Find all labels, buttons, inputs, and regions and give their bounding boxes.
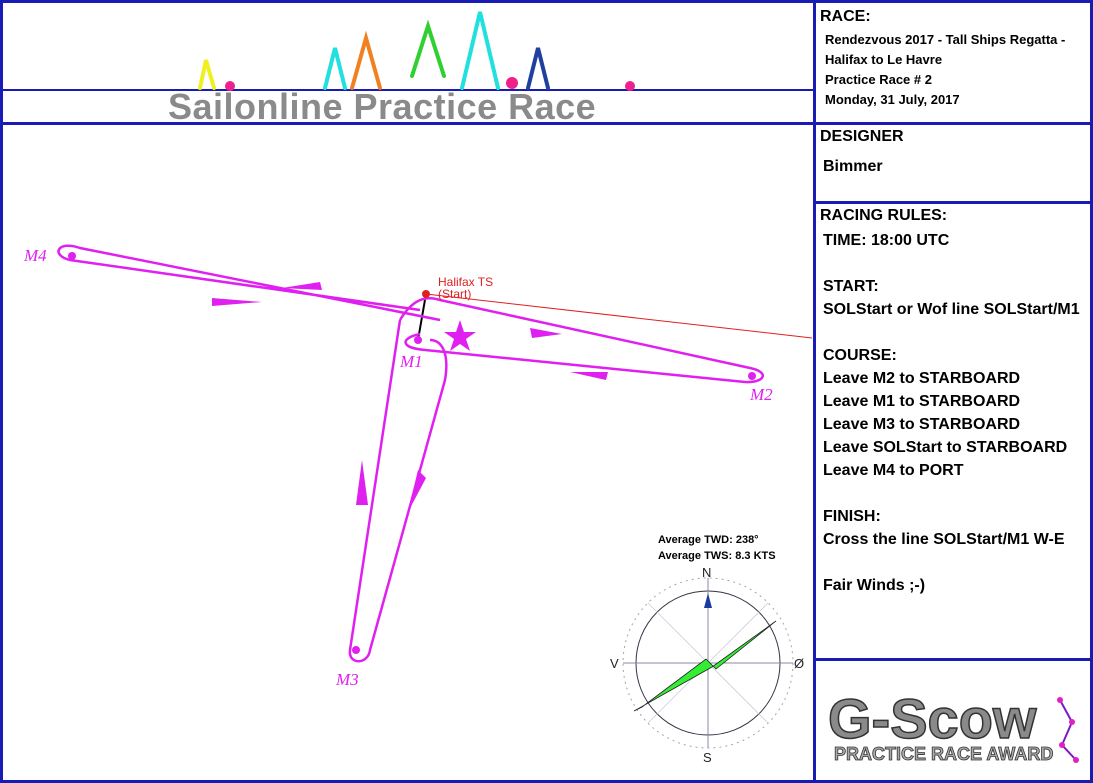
mark-dot-m2 xyxy=(748,372,756,380)
course-leg-m4 xyxy=(57,244,441,322)
rule-line: Leave M2 to STARBOARD xyxy=(823,370,1021,387)
header-sails xyxy=(0,11,813,91)
compass-s: S xyxy=(703,750,712,765)
race-heading: RACE: xyxy=(820,8,871,25)
course-leg-m3 xyxy=(348,319,448,663)
course-leg-m2 xyxy=(398,296,764,384)
arrow-marker xyxy=(408,470,426,512)
race-line: Halifax to Le Havre xyxy=(825,52,943,67)
rule-line: Leave M1 to STARBOARD xyxy=(823,393,1021,410)
compass-n: N xyxy=(702,565,711,580)
award-frame xyxy=(813,658,1093,783)
designer-heading: DESIGNER xyxy=(820,128,904,145)
star-marker xyxy=(444,320,476,351)
arrow-marker xyxy=(570,372,608,380)
compass-e: Ø xyxy=(794,656,804,671)
arrow-marker xyxy=(212,298,262,306)
rule-line: COURSE: xyxy=(823,347,897,364)
rules-heading: RACING RULES: xyxy=(820,207,948,224)
rule-line: START: xyxy=(823,278,879,295)
arrow-marker xyxy=(282,282,322,290)
mark-label-m1: M1 xyxy=(399,352,423,371)
rule-line: Leave SOLStart to STARBOARD xyxy=(823,439,1068,456)
rule-line: SOLStart or Wof line SOLStart/M1 xyxy=(823,301,1080,318)
mark-dot-m1 xyxy=(414,336,422,344)
mark-dot-m3 xyxy=(352,646,360,654)
start-line xyxy=(425,293,813,339)
mark-dot-m4 xyxy=(68,252,76,260)
rule-line: FINISH: xyxy=(823,508,881,525)
start-dot xyxy=(422,290,430,298)
wind-arrow xyxy=(633,620,777,712)
compass-w: V xyxy=(610,656,619,671)
race-line: Practice Race # 2 xyxy=(825,72,932,87)
banner-title: Sailonline Practice Race xyxy=(168,86,597,127)
award-subtext: PRACTICE RACE AWARD xyxy=(834,744,1053,764)
start-sublabel: (Start) xyxy=(438,287,471,301)
start-label: Halifax TS xyxy=(438,275,493,289)
rule-line: Cross the line SOLStart/M1 W-E xyxy=(823,531,1065,548)
rule-line: Fair Winds ;-) xyxy=(823,577,926,594)
race-line: Rendezvous 2017 - Tall Ships Regatta - xyxy=(825,32,1066,47)
award-logo-text: G-Scow xyxy=(828,687,1037,750)
race-line: Monday, 31 July, 2017 xyxy=(825,92,960,107)
mark-label-m3: M3 xyxy=(335,670,359,689)
tws-label: Average TWS: 8.3 KTS xyxy=(658,550,776,562)
designer-name: Bimmer xyxy=(823,158,883,175)
compass: N S Ø V xyxy=(610,565,804,765)
course-map: M4 M1 M2 M3 Halifax TS (Start) Average T… xyxy=(23,244,813,765)
twd-label: Average TWD: 238° xyxy=(658,534,759,546)
arrow-marker xyxy=(356,460,368,505)
rule-line: TIME: 18:00 UTC xyxy=(823,232,950,249)
arrow-marker xyxy=(530,328,562,338)
mark-label-m4: M4 xyxy=(23,246,47,265)
rule-line: Leave M4 to PORT xyxy=(823,462,964,479)
rule-line: Leave M3 to STARBOARD xyxy=(823,416,1021,433)
mark-label-m2: M2 xyxy=(749,385,773,404)
